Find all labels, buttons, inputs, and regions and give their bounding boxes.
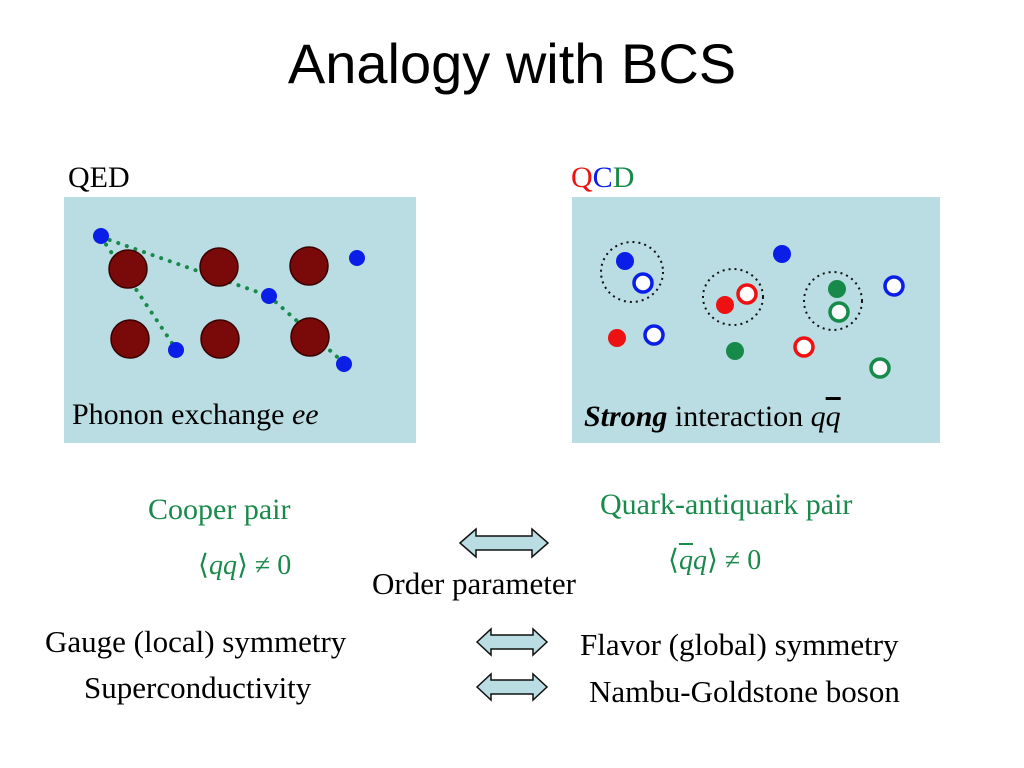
quarks (608, 245, 905, 379)
green-antiquark (828, 301, 850, 323)
qed-panel: Phonon exchange ee (64, 197, 416, 443)
quark-pair-order-parameter: ⟨qq⟩ ≠ 0 (668, 544, 761, 578)
gauge-symmetry-label: Gauge (local) symmetry (45, 624, 347, 659)
ion (110, 319, 150, 359)
red-antiquark (736, 283, 758, 305)
pair-ring (702, 268, 764, 326)
order-parameter-label: Order parameter (372, 566, 576, 601)
bracket-open: ⟨ (198, 550, 209, 581)
qed-caption-main: Phonon exchange (72, 398, 292, 431)
pair-rings (600, 241, 863, 331)
green-quark (828, 280, 846, 298)
double-arrow-icon (475, 672, 549, 702)
red-quark (716, 296, 734, 314)
blue-quark (773, 245, 791, 263)
qcd-caption-main: interaction (667, 400, 811, 433)
cooper-pair-label: Cooper pair (148, 493, 291, 526)
qcd-label-d: D (612, 161, 635, 194)
red-antiquark (793, 336, 815, 358)
phonon-line (267, 294, 346, 365)
double-arrow-icon (458, 527, 550, 559)
qcd-caption-q: q (810, 400, 826, 433)
qed-diagram (93, 228, 365, 372)
electron (349, 250, 365, 266)
phonon-lines (99, 235, 346, 365)
cooper-pair-order-parameter: ⟨qq⟩ ≠ 0 (198, 549, 291, 583)
pair-ring (803, 271, 863, 331)
bracket-open: ⟨ (668, 545, 679, 576)
qcd-caption-qbar: q (825, 400, 841, 433)
ion (200, 319, 240, 359)
qcd-caption: Strong interaction qq (584, 399, 841, 435)
green-quark (726, 342, 744, 360)
page-title: Analogy with BCS (287, 32, 737, 95)
qed-caption-ee: ee (291, 398, 319, 431)
flavor-symmetry-label: Flavor (global) symmetry (580, 627, 899, 662)
bracket-close: ⟩ ≠ 0 (236, 550, 292, 581)
qcd-panel: Strong interaction qq (572, 197, 940, 443)
qcd-label-c: C (592, 161, 613, 194)
bracket-close: ⟩ ≠ 0 (706, 545, 762, 576)
lattice-ions (108, 246, 330, 359)
electron (336, 356, 352, 372)
blue-antiquark (643, 324, 665, 346)
ion (289, 246, 329, 286)
cooper-qq: qq (208, 550, 237, 581)
qbar: q (678, 545, 693, 576)
blue-quark (616, 252, 634, 270)
blue-antiquark (632, 272, 654, 294)
nambu-goldstone-label: Nambu-Goldstone boson (589, 674, 900, 709)
blue-antiquark (883, 275, 905, 297)
red-quark (608, 329, 626, 347)
qcd-label-q: Q (571, 161, 593, 194)
pair-ring (600, 241, 664, 303)
ion (108, 249, 148, 289)
superconductivity-label: Superconductivity (84, 670, 312, 705)
ion (199, 247, 239, 287)
qed-caption: Phonon exchange ee (72, 397, 319, 433)
electron (168, 342, 184, 358)
phonon-line (99, 235, 271, 298)
qcd-caption-strong: Strong (584, 400, 668, 433)
qed-label: QED (68, 161, 130, 194)
ion (290, 317, 330, 357)
quark-antiquark-pair-label: Quark-antiquark pair (600, 488, 853, 521)
electron (261, 288, 277, 304)
green-antiquark (869, 357, 891, 379)
qcd-label: QCD (571, 160, 634, 196)
qcd-diagram (600, 241, 905, 379)
electrons (93, 228, 365, 372)
double-arrow-icon (475, 627, 549, 657)
electron (93, 228, 109, 244)
q: q (692, 545, 707, 576)
